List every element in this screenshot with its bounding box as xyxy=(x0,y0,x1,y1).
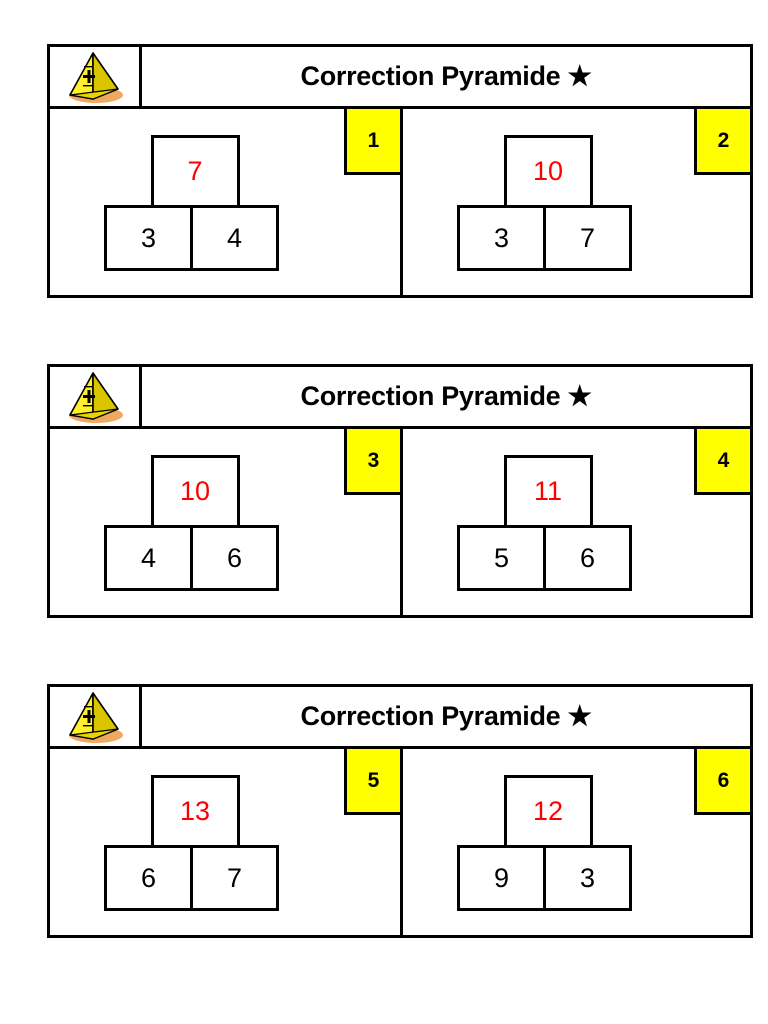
pyramid-base-left-value: 9 xyxy=(493,862,510,893)
exercise-cell[interactable]: 2 10 3 7 xyxy=(400,109,750,295)
pyramid-base-right-cell[interactable]: 6 xyxy=(543,525,632,591)
pyramid-top-row: 7 xyxy=(104,135,286,205)
star-icon: ★ xyxy=(567,61,592,91)
block-title-cell: Correction Pyramide ★ xyxy=(142,687,750,746)
exercise-cell[interactable]: 6 12 9 3 xyxy=(400,749,750,935)
pyramid-base-left-value: 6 xyxy=(140,862,157,893)
pyramid-base-left-cell[interactable]: 4 xyxy=(104,525,193,591)
pyramid-icon xyxy=(68,51,123,103)
pyramid-sum-cell[interactable]: 11 xyxy=(503,455,593,525)
pyramid-sum-cell[interactable]: 13 xyxy=(150,775,240,845)
pyramid-sum-cell[interactable]: 12 xyxy=(503,775,593,845)
exercise-number-badge: 1 xyxy=(344,109,400,175)
pyramid-base-right-value: 7 xyxy=(226,862,243,893)
pyramid-base-right-cell[interactable]: 7 xyxy=(543,205,632,271)
exercise-number-badge: 4 xyxy=(694,429,750,495)
pyramid-base-left-value: 4 xyxy=(140,542,157,573)
pyramid-icon-cell xyxy=(50,367,142,426)
worksheet-block: Correction Pyramide ★ 5 13 6 xyxy=(47,684,753,938)
pyramid-base-row: 3 4 xyxy=(104,205,286,271)
block-header: Correction Pyramide ★ xyxy=(50,687,750,749)
pyramid-icon-cell xyxy=(50,687,142,746)
page-title: Correction Pyramide ★ xyxy=(300,61,592,91)
pyramid-base-left-cell[interactable]: 3 xyxy=(457,205,546,271)
pyramid-base-row: 3 7 xyxy=(457,205,639,271)
pyramid-base-right-value: 6 xyxy=(226,542,243,573)
pyramid-icon xyxy=(68,691,123,743)
pyramid-sum-value: 12 xyxy=(532,796,564,826)
pyramid-top-row: 12 xyxy=(457,775,639,845)
pyramid-base-right-cell[interactable]: 4 xyxy=(190,205,279,271)
star-icon: ★ xyxy=(567,701,592,731)
pyramid-sum-value: 11 xyxy=(533,476,563,506)
pyramid-base-right-cell[interactable]: 6 xyxy=(190,525,279,591)
star-icon: ★ xyxy=(567,381,592,411)
block-title-cell: Correction Pyramide ★ xyxy=(142,367,750,426)
pyramid-base-right-value: 3 xyxy=(579,862,596,893)
pyramid-diagram: 13 6 7 xyxy=(104,775,286,911)
exercise-cell[interactable]: 1 7 3 4 xyxy=(50,109,400,295)
block-title-cell: Correction Pyramide ★ xyxy=(142,47,750,106)
pyramid-icon xyxy=(68,371,123,423)
pyramid-icon-cell xyxy=(50,47,142,106)
pyramid-diagram: 7 3 4 xyxy=(104,135,286,271)
pyramid-base-right-value: 6 xyxy=(579,542,596,573)
pyramid-top-row: 10 xyxy=(457,135,639,205)
exercise-number-badge: 6 xyxy=(694,749,750,815)
block-body: 1 7 3 4 xyxy=(50,109,750,295)
pyramid-base-row: 9 3 xyxy=(457,845,639,911)
pyramid-sum-value: 7 xyxy=(187,156,203,186)
pyramid-base-left-value: 5 xyxy=(493,542,510,573)
worksheet-block: Correction Pyramide ★ 1 7 3 xyxy=(47,44,753,298)
page-title: Correction Pyramide ★ xyxy=(300,701,592,731)
pyramid-base-right-cell[interactable]: 7 xyxy=(190,845,279,911)
block-body: 3 10 4 6 xyxy=(50,429,750,615)
exercise-cell[interactable]: 3 10 4 6 xyxy=(50,429,400,615)
pyramid-sum-cell[interactable]: 7 xyxy=(150,135,240,205)
exercise-number-badge: 5 xyxy=(344,749,400,815)
pyramid-sum-value: 10 xyxy=(532,156,564,186)
pyramid-base-left-value: 3 xyxy=(493,222,510,253)
pyramid-base-right-value: 7 xyxy=(579,222,596,253)
pyramid-base-row: 5 6 xyxy=(457,525,639,591)
block-header: Correction Pyramide ★ xyxy=(50,367,750,429)
pyramid-top-row: 11 xyxy=(457,455,639,525)
block-body: 5 13 6 7 xyxy=(50,749,750,935)
pyramid-top-row: 10 xyxy=(104,455,286,525)
pyramid-base-right-value: 4 xyxy=(226,222,243,253)
pyramid-top-row: 13 xyxy=(104,775,286,845)
pyramid-base-row: 6 7 xyxy=(104,845,286,911)
pyramid-base-right-cell[interactable]: 3 xyxy=(543,845,632,911)
pyramid-base-left-value: 3 xyxy=(140,222,157,253)
pyramid-base-row: 4 6 xyxy=(104,525,286,591)
exercise-number-badge: 2 xyxy=(694,109,750,175)
pyramid-base-left-cell[interactable]: 5 xyxy=(457,525,546,591)
pyramid-diagram: 10 3 7 xyxy=(457,135,639,271)
pyramid-diagram: 12 9 3 xyxy=(457,775,639,911)
page-title: Correction Pyramide ★ xyxy=(300,381,592,411)
pyramid-sum-value: 13 xyxy=(179,796,211,826)
pyramid-sum-cell[interactable]: 10 xyxy=(503,135,593,205)
pyramid-base-left-cell[interactable]: 3 xyxy=(104,205,193,271)
pyramid-diagram: 10 4 6 xyxy=(104,455,286,591)
pyramid-sum-cell[interactable]: 10 xyxy=(150,455,240,525)
exercise-number-badge: 3 xyxy=(344,429,400,495)
worksheet-block: Correction Pyramide ★ 3 10 4 xyxy=(47,364,753,618)
pyramid-diagram: 11 5 6 xyxy=(457,455,639,591)
pyramid-base-left-cell[interactable]: 6 xyxy=(104,845,193,911)
block-header: Correction Pyramide ★ xyxy=(50,47,750,109)
exercise-cell[interactable]: 4 11 5 6 xyxy=(400,429,750,615)
exercise-cell[interactable]: 5 13 6 7 xyxy=(50,749,400,935)
pyramid-sum-value: 10 xyxy=(179,476,211,506)
pyramid-base-left-cell[interactable]: 9 xyxy=(457,845,546,911)
